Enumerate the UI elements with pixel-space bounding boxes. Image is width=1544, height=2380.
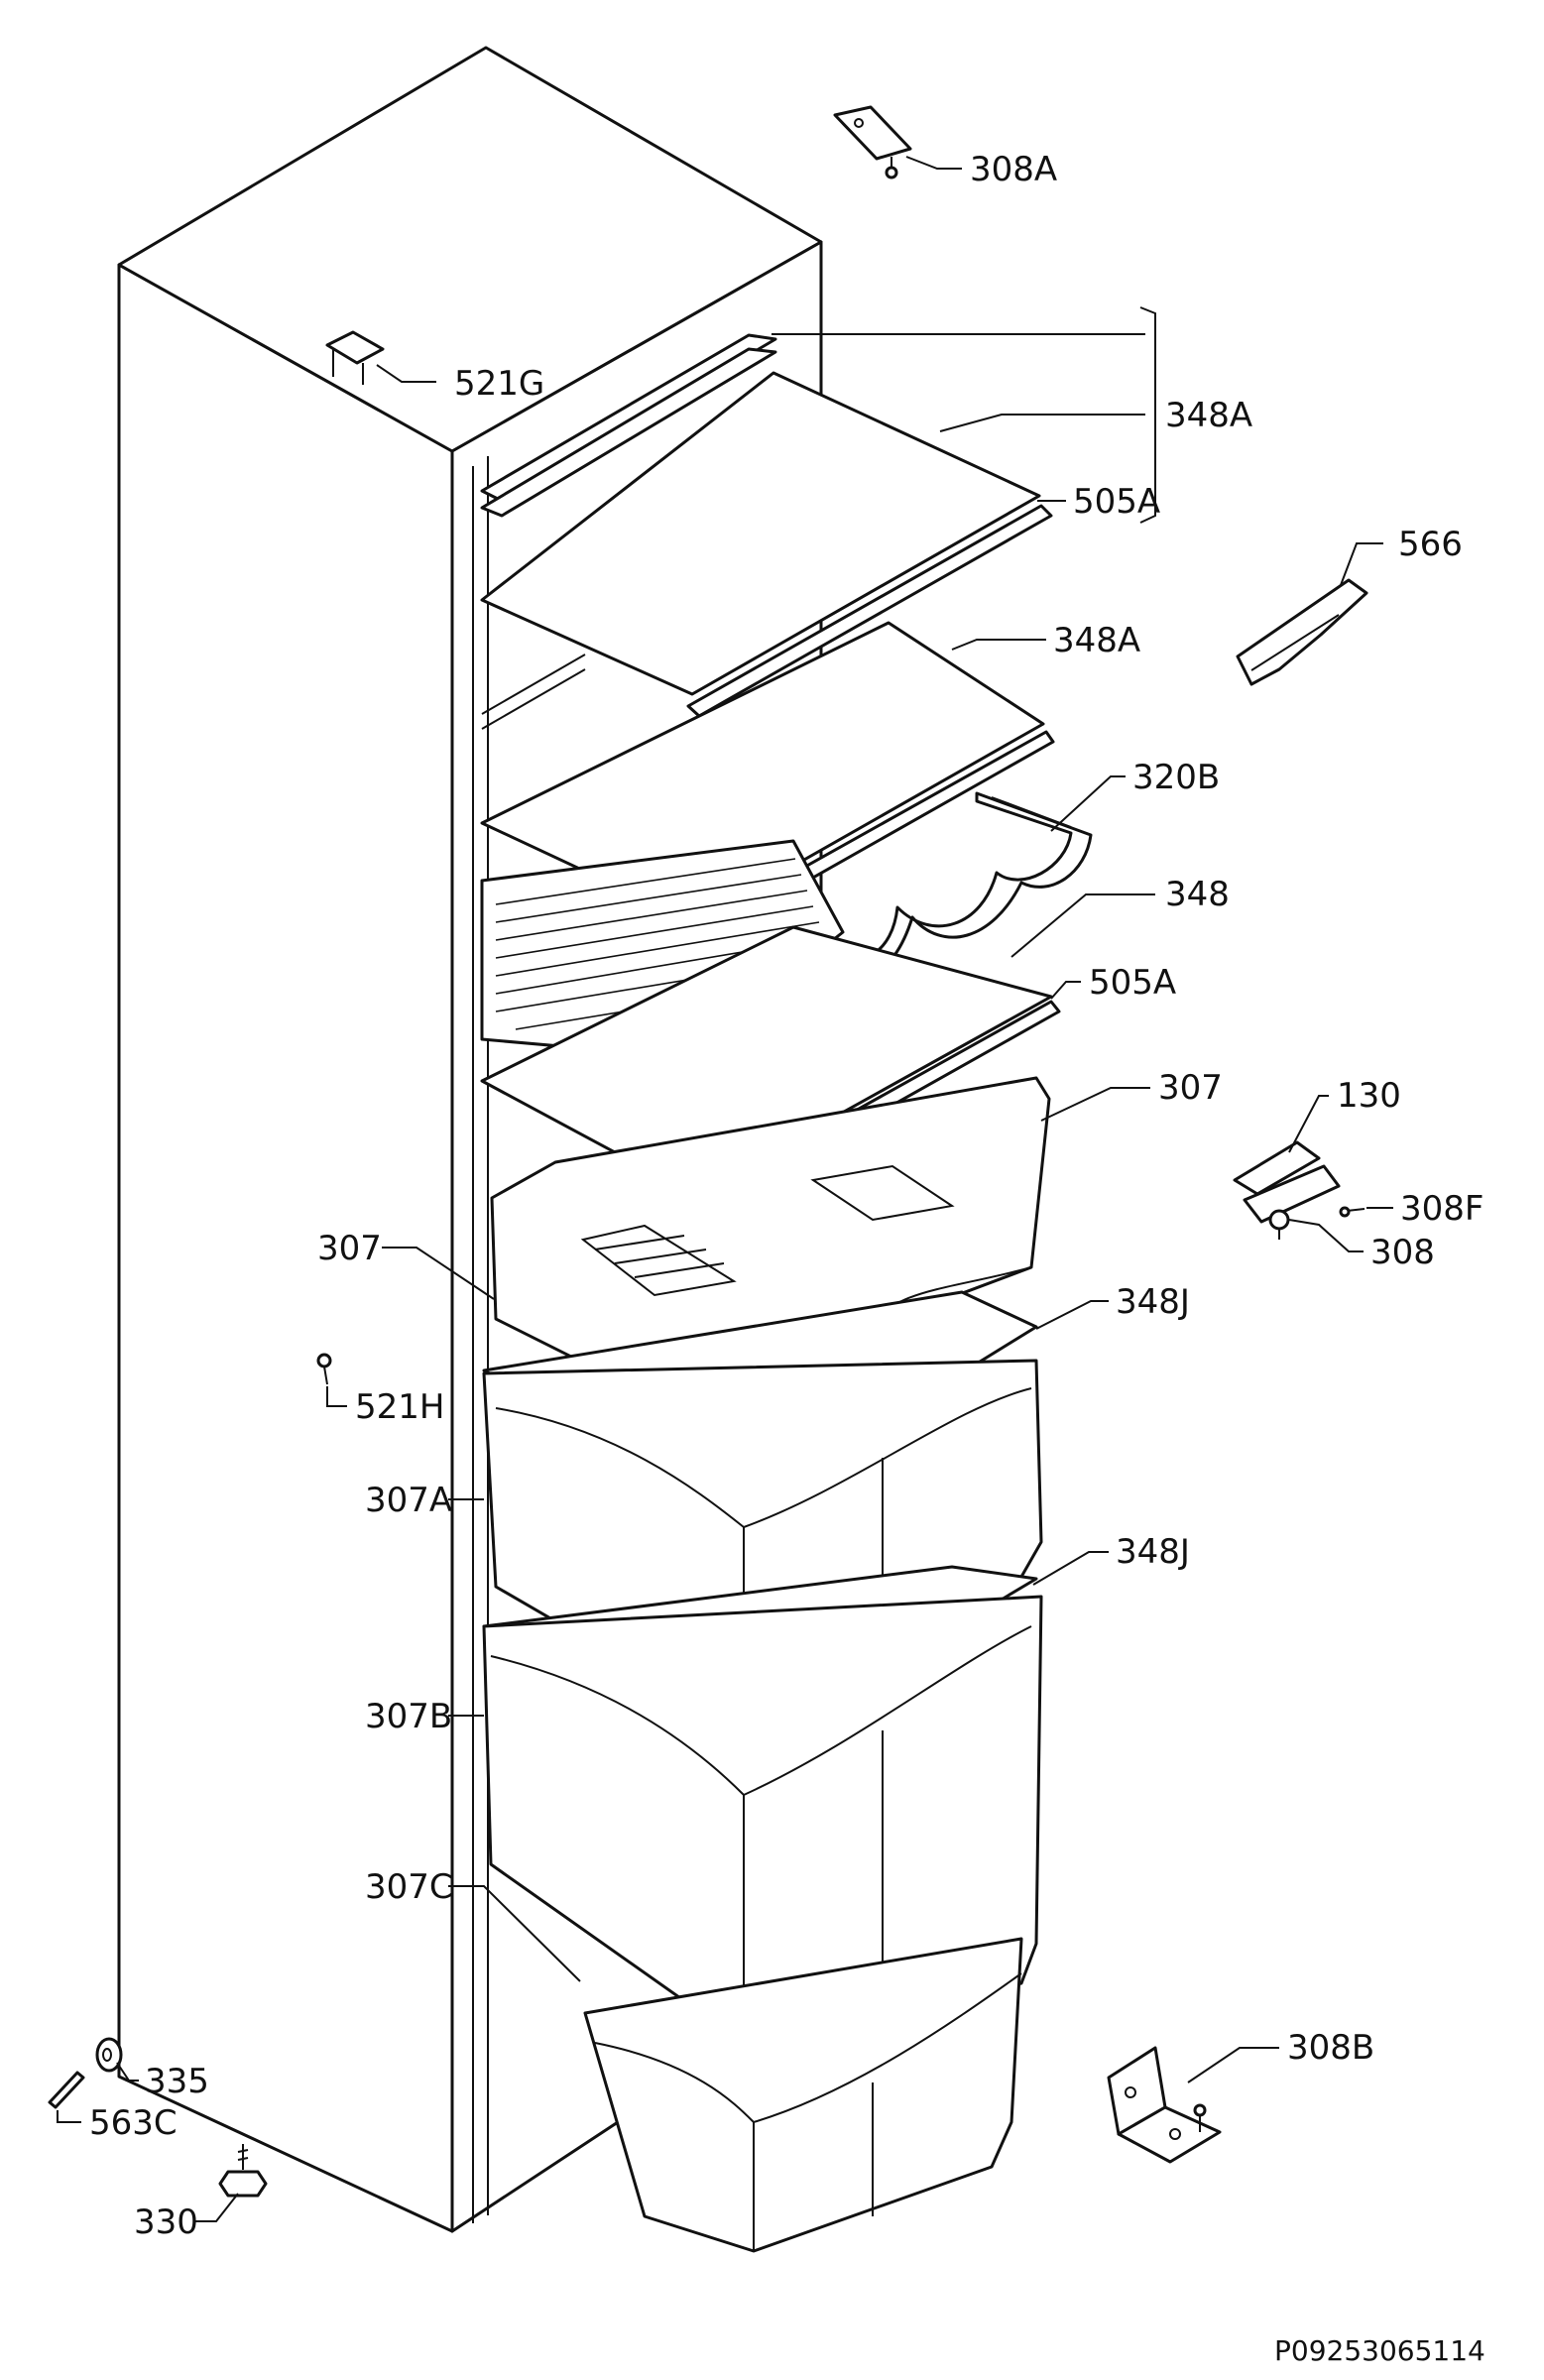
top-hinge-part — [833, 105, 912, 179]
label-307b: 307B — [365, 1697, 452, 1736]
label-307c: 307C — [365, 1867, 453, 1907]
label-330: 330 — [134, 2202, 198, 2242]
shelf-trim-top — [480, 333, 777, 518]
leader-lines — [57, 156, 1393, 2222]
label-348a-bracket: 348A — [1165, 396, 1252, 435]
glass-shelf-top — [480, 371, 1053, 718]
label-521g: 521G — [454, 364, 544, 404]
middle-hinge-part — [1233, 1140, 1341, 1240]
label-335: 335 — [145, 2062, 209, 2101]
label-505a-top: 505A — [1073, 482, 1160, 522]
label-307a: 307A — [365, 1481, 452, 1520]
label-307-left: 307 — [317, 1229, 382, 1268]
freezer-drawer-307c — [583, 1937, 1023, 2253]
bottom-hinge-part — [1107, 2046, 1222, 2164]
label-130: 130 — [1337, 1076, 1401, 1116]
crisper-drawer-307 — [490, 1076, 1051, 1420]
roller-part — [95, 2037, 123, 2073]
screw-part — [316, 1353, 332, 1385]
label-505a-lower: 505A — [1089, 963, 1176, 1003]
label-521h: 521H — [355, 1387, 444, 1427]
label-307-right: 307 — [1158, 1068, 1223, 1108]
axle-pin-part — [48, 2071, 85, 2109]
freezer-drawer-307b — [482, 1595, 1043, 2045]
label-348a-second: 348A — [1053, 621, 1140, 660]
cover-cap-part — [325, 330, 385, 385]
label-308: 308 — [1370, 1233, 1435, 1272]
label-348: 348 — [1165, 875, 1230, 914]
label-308a-top: 308A — [970, 150, 1057, 189]
label-308b: 308B — [1287, 2028, 1374, 2068]
hinge-pin-part — [1339, 1206, 1366, 1218]
part-labels: 308A 521G 348A 505A 566 348A 320B 348 50… — [89, 150, 1484, 2242]
adjustable-foot-part — [218, 2144, 268, 2198]
drawing-code: P09253065114 — [1274, 2334, 1485, 2367]
label-308f: 308F — [1400, 1189, 1484, 1229]
label-348j-upper: 348J — [1116, 1282, 1190, 1322]
handle-part — [1236, 578, 1368, 686]
label-566: 566 — [1398, 525, 1463, 564]
label-320b: 320B — [1132, 758, 1220, 797]
label-348j-lower: 348J — [1116, 1532, 1190, 1572]
label-563c: 563C — [89, 2103, 178, 2143]
